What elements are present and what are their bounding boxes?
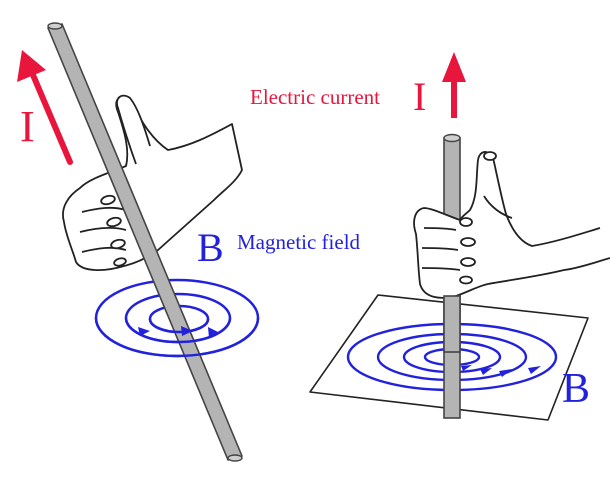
- right-current-symbol: I: [413, 74, 427, 119]
- left-field-symbol: B: [197, 225, 224, 270]
- left-rod: [47, 22, 243, 462]
- right-current-label: Electric current: [250, 85, 380, 109]
- right-current-arrow: [442, 52, 466, 118]
- left-current-symbol: I: [20, 102, 35, 151]
- right-illustration: [309, 52, 610, 421]
- left-field-front: [94, 317, 260, 358]
- right-rod-front: [443, 295, 461, 353]
- left-hand: [62, 94, 243, 271]
- right-hand: [413, 151, 610, 299]
- right-field-symbol: B: [562, 366, 591, 412]
- left-illustration: [17, 22, 260, 462]
- left-current-arrow: [17, 50, 73, 165]
- left-field-label: Magnetic field: [237, 230, 361, 254]
